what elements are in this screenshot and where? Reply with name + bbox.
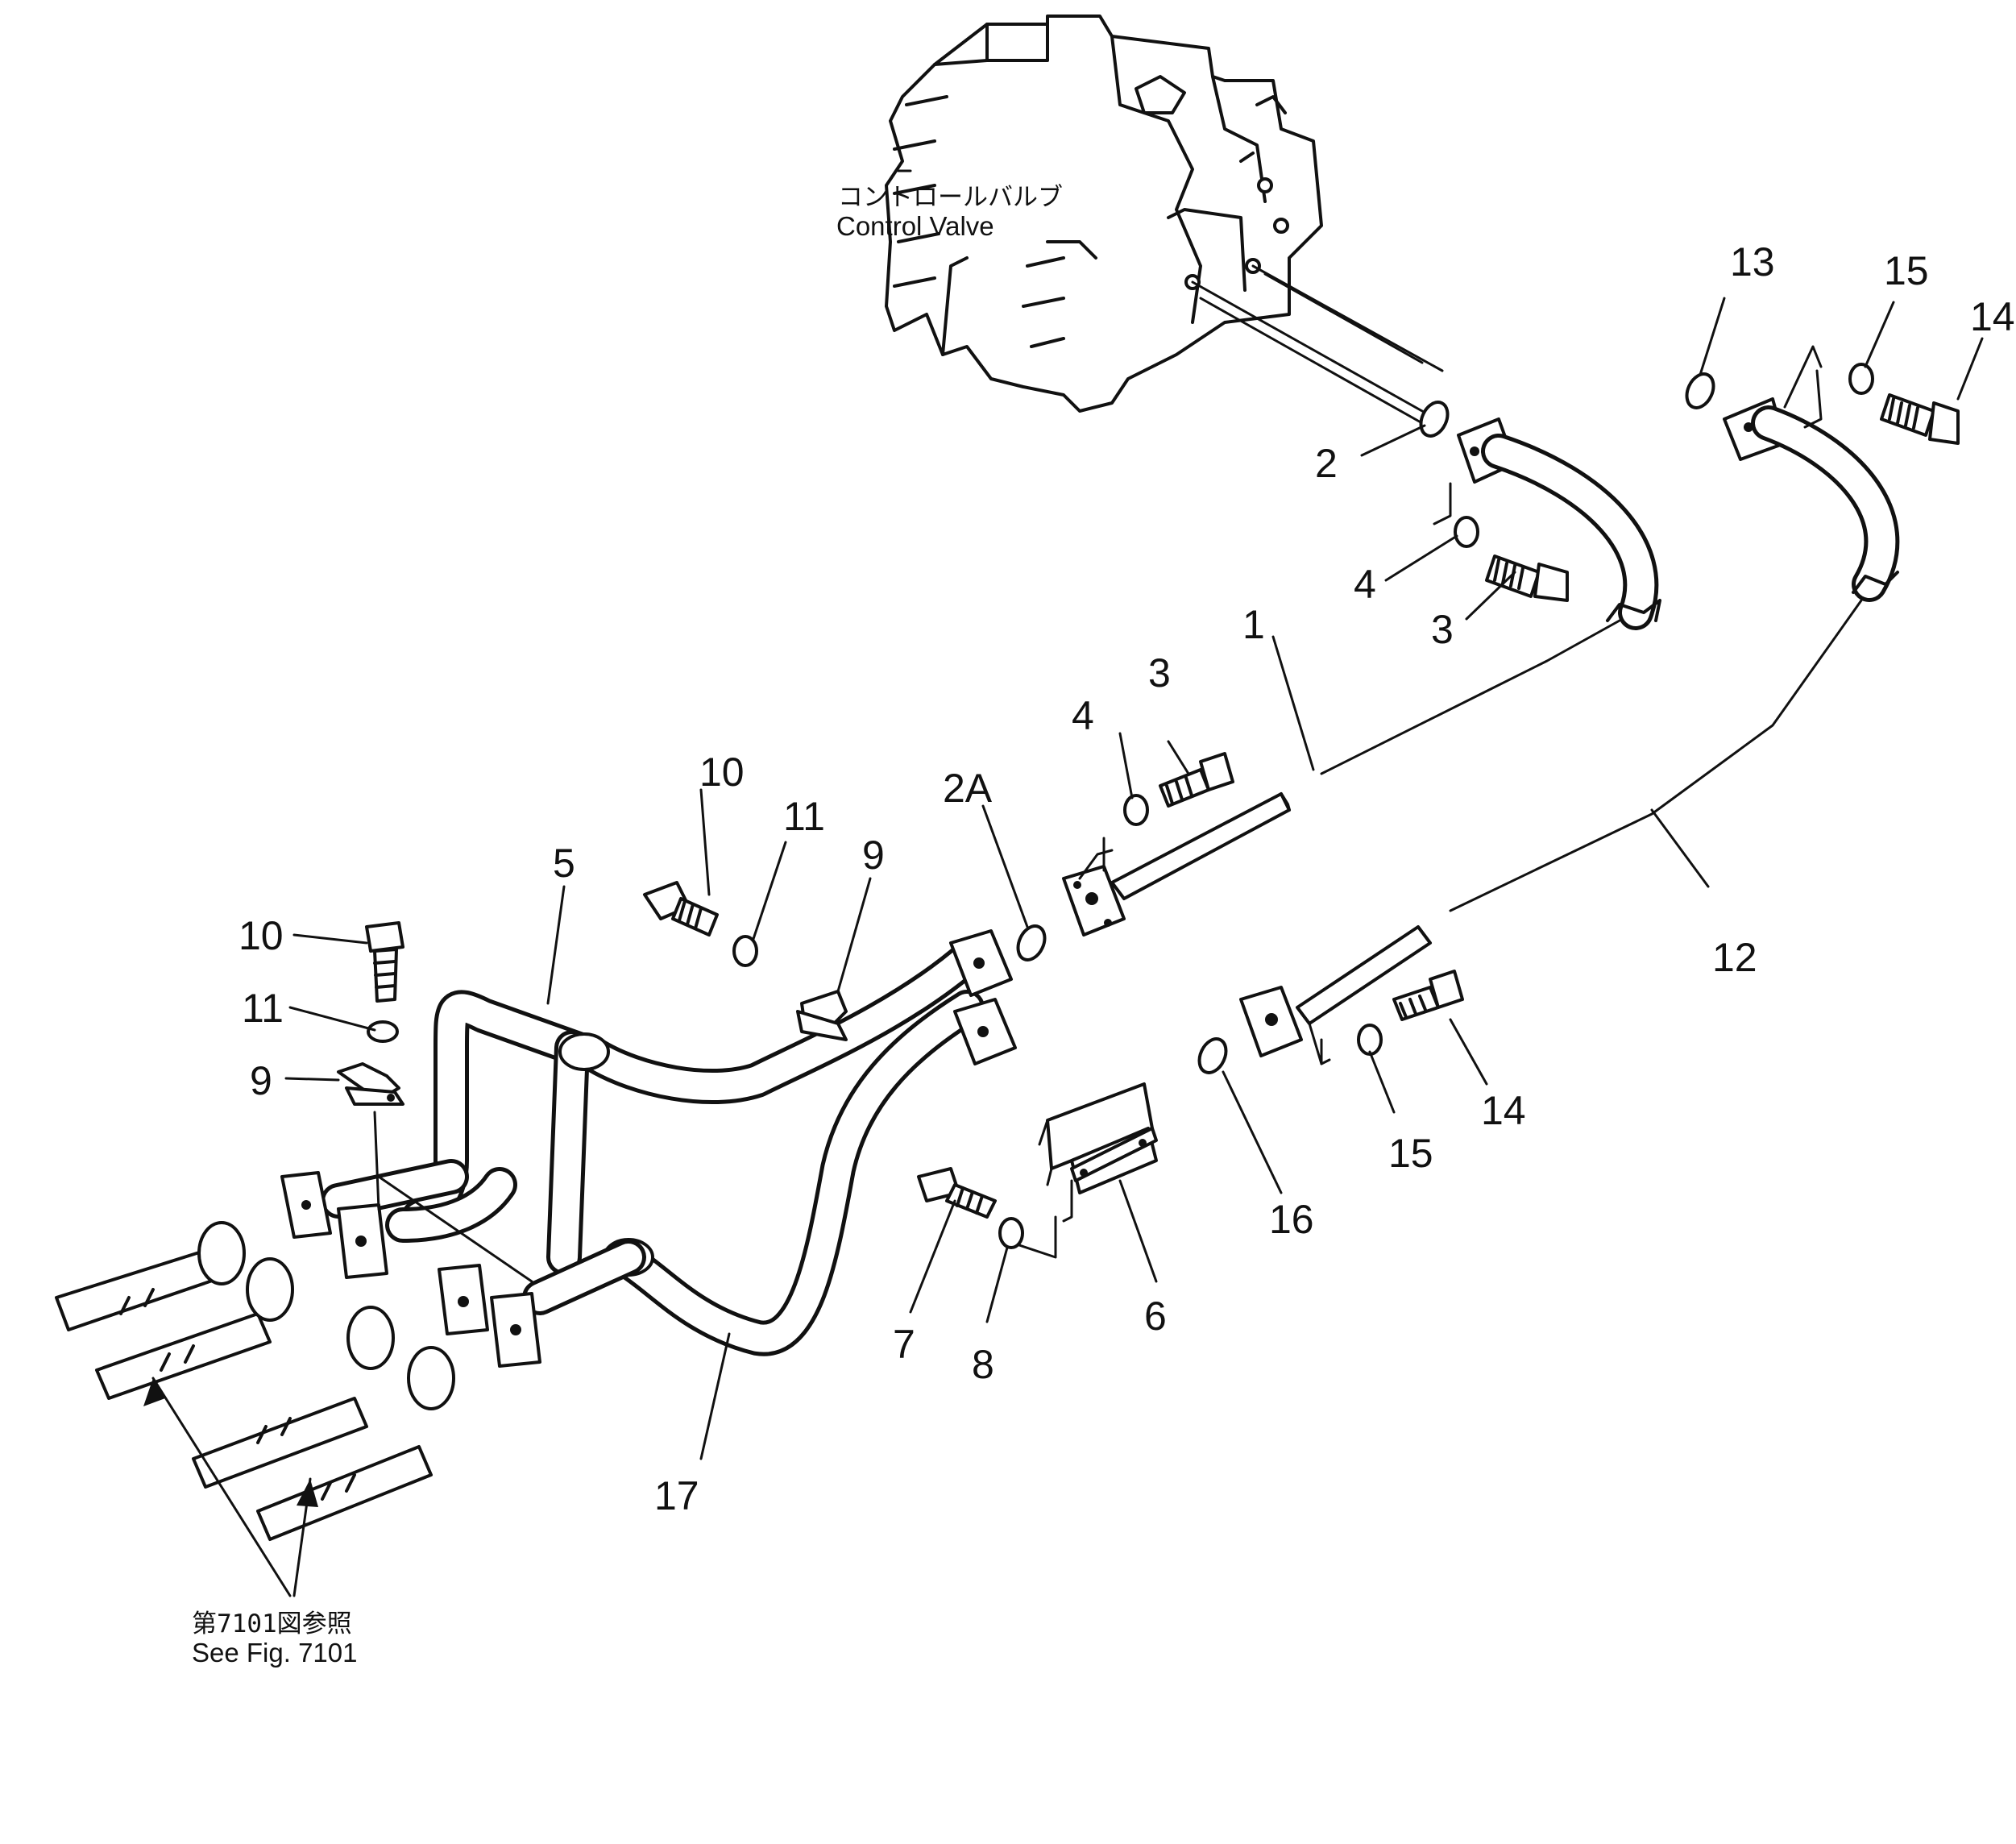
callout-12: 12: [1712, 935, 1757, 980]
callout-1: 1: [1242, 602, 1265, 647]
clamp-9-lower: [337, 1062, 404, 1106]
tube-5-and-17: [280, 929, 1017, 1368]
callout-2A: 2A: [943, 766, 993, 811]
bolt-14b: [1392, 970, 1464, 1021]
callout-9: 9: [250, 1058, 272, 1103]
clamp-9-upper: [796, 990, 848, 1041]
control-valve-label-en: Control Valve: [836, 211, 994, 241]
tube-1: [1062, 417, 1661, 937]
o-ring-13: [1685, 372, 1715, 409]
washer-4b: [1123, 794, 1149, 826]
o-ring-2A: [1016, 924, 1047, 961]
callout-11: 11: [783, 794, 825, 839]
callout-11: 11: [242, 986, 284, 1031]
control-valve: コントロールバルブ Control Valve: [836, 15, 1444, 425]
callout-4: 4: [1354, 562, 1376, 607]
washer-15a: [1848, 363, 1874, 395]
callout-3: 3: [1431, 607, 1454, 652]
callout-10: 10: [239, 913, 284, 958]
callout-5: 5: [553, 841, 575, 886]
callout-7: 7: [893, 1322, 915, 1367]
o-ring-2: [1419, 401, 1450, 438]
callout-17: 17: [654, 1473, 699, 1518]
washer-4a: [1454, 516, 1479, 548]
bolt-3a: [1485, 554, 1569, 602]
callout-15: 15: [1388, 1131, 1433, 1176]
leader-lines: [284, 297, 1984, 1460]
washer-8: [998, 1217, 1024, 1249]
bolt-14a: [1880, 393, 1960, 445]
callout-4: 4: [1072, 693, 1094, 738]
callout-14: 14: [1481, 1088, 1526, 1133]
bracket-6: [1038, 1082, 1158, 1223]
washer-11a: [732, 935, 758, 967]
callout-10: 10: [699, 750, 745, 795]
bolt-10a: [643, 881, 719, 937]
tube-12: [1239, 345, 1900, 1065]
bolt-7: [917, 1167, 997, 1219]
callout-9: 9: [862, 833, 885, 878]
callout-8: 8: [972, 1342, 994, 1387]
callout-15: 15: [1884, 248, 1929, 293]
control-valve-label-jp: コントロールバルブ: [838, 183, 1063, 212]
callout-13: 13: [1730, 239, 1775, 284]
o-ring-16: [1197, 1037, 1228, 1074]
see-fig-label-en: See Fig. 7101: [192, 1638, 357, 1667]
hoses-fig-7101: 第7101図参照 See Fig. 7101: [55, 1221, 455, 1667]
callout-16: 16: [1269, 1197, 1314, 1242]
bolt-3b: [1159, 752, 1234, 808]
fasteners: [365, 363, 1960, 1259]
callout-2: 2: [1315, 441, 1338, 486]
bolt-10b: [365, 921, 404, 1003]
callout-6: 6: [1144, 1294, 1167, 1339]
see-fig-label-jp: 第7101図参照: [192, 1609, 352, 1638]
callout-3: 3: [1148, 650, 1171, 696]
callouts: 13 15 14 2 4 3 1 3 4 10 11 2A 9 5 10 11 …: [239, 239, 2015, 1518]
callout-14: 14: [1970, 294, 2015, 339]
washer-11b: [367, 1020, 399, 1043]
washer-15b: [1357, 1024, 1383, 1056]
